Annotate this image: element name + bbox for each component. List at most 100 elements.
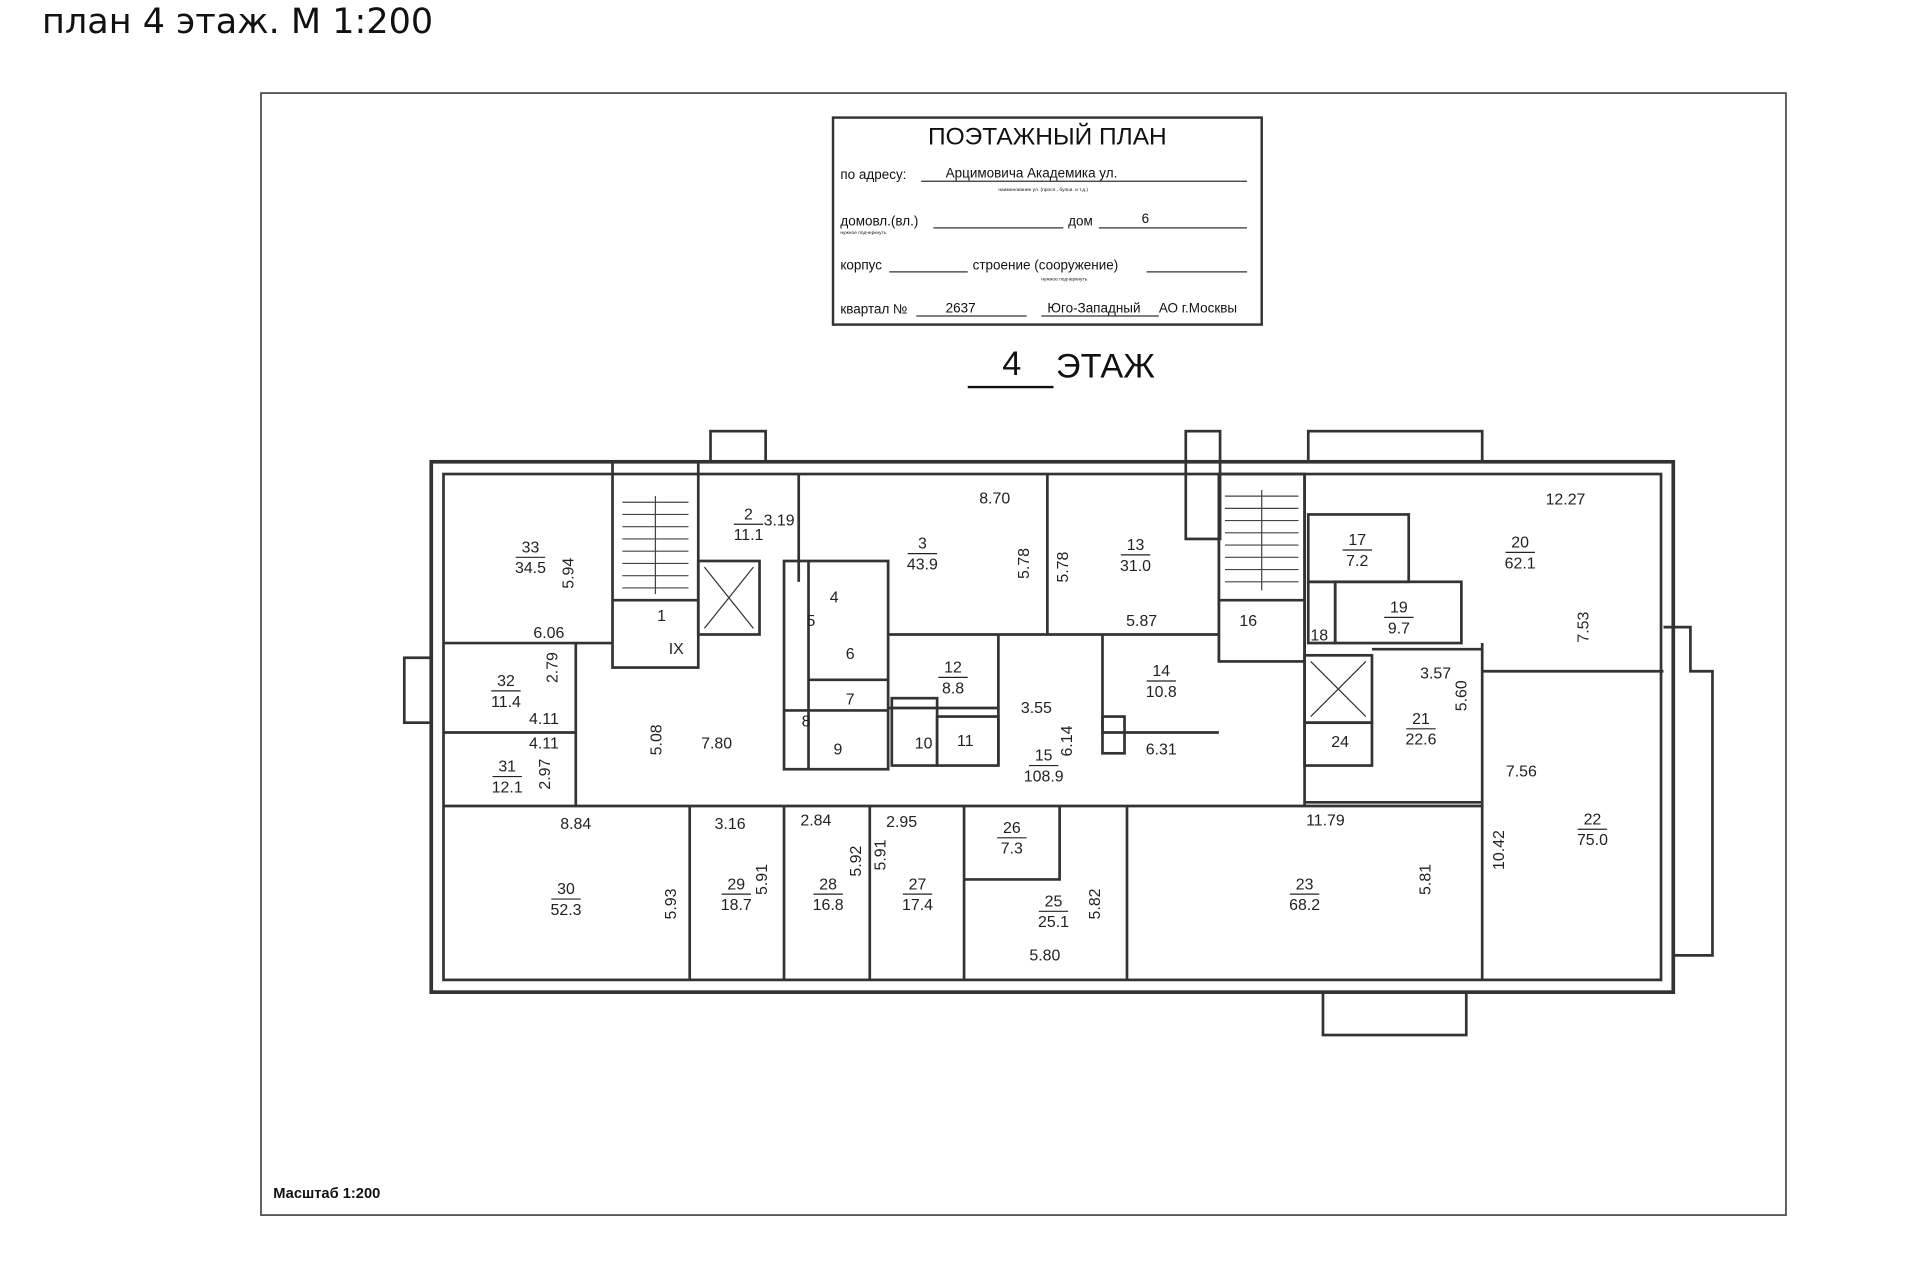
- room-labels: 3334.5211.1343.91331.0177.22062.1199.712…: [491, 506, 1608, 931]
- room-number-small: 1: [657, 608, 666, 625]
- room-area: 17.4: [902, 897, 933, 914]
- stamp-title: ПОЭТАЖНЫЙ ПЛАН: [928, 123, 1167, 151]
- dimension-label: 6.14: [1059, 725, 1076, 756]
- dimension-label: 5.60: [1453, 680, 1470, 711]
- room-number: 2: [744, 506, 753, 523]
- dimension-label: 3.55: [1021, 700, 1052, 717]
- dom-label: дом: [1068, 213, 1093, 228]
- dimension-label: 4.11: [529, 711, 559, 728]
- room-number: 29: [727, 876, 745, 893]
- room-number: 27: [909, 876, 927, 893]
- dimension-label: 8.70: [979, 490, 1010, 507]
- room-number-small: 11: [957, 733, 974, 750]
- dimension-label: 5.08: [649, 724, 666, 755]
- room-area: 7.2: [1346, 553, 1368, 570]
- dimension-label: 3.19: [764, 512, 795, 529]
- address-value: Арцимовича Академика ул.: [946, 166, 1118, 181]
- room-number: 20: [1511, 535, 1529, 552]
- domovl-hint: нужное подчеркнуть: [840, 231, 886, 236]
- room-area: 75.0: [1577, 832, 1608, 849]
- room-number: 28: [819, 876, 837, 893]
- dimension-label: 5.94: [560, 558, 577, 589]
- city-suffix: АО г.Москвы: [1159, 300, 1237, 315]
- room-area: 9.7: [1388, 620, 1410, 637]
- room-number: 22: [1584, 811, 1602, 828]
- room-number-small: IX: [669, 641, 684, 658]
- dom-value: 6: [1142, 211, 1150, 226]
- dimension-label: 7.56: [1506, 764, 1537, 781]
- room-number: 30: [557, 881, 575, 898]
- sheet-frame: [260, 92, 1787, 1216]
- room-area: 43.9: [907, 557, 938, 574]
- room-number: 33: [522, 539, 540, 556]
- dimension-label: 7.53: [1576, 612, 1593, 643]
- dimension-label: 5.78: [1055, 551, 1072, 582]
- room-number: 12: [944, 659, 962, 676]
- dimension-label: 3.57: [1420, 666, 1451, 683]
- dimension-label: 11.79: [1306, 813, 1345, 830]
- room-number: 3: [918, 536, 927, 553]
- dimension-label: 5.92: [848, 845, 865, 876]
- dimension-labels: 5.94 6.06 3.19 8.70 5.78 5.78 5.87 12.27 7.53 3.5…: [529, 490, 1593, 964]
- room-area: 10.8: [1146, 684, 1177, 701]
- dimension-label: 5.93: [663, 888, 680, 919]
- floor-label: ЭТАЖ: [1056, 347, 1155, 385]
- room-number: 15: [1035, 748, 1053, 765]
- room-area: 18.7: [721, 897, 752, 914]
- room-area: 68.2: [1289, 897, 1320, 914]
- room-number-small: 9: [833, 742, 842, 759]
- address-label: по адресу:: [840, 167, 906, 182]
- korpus-label: корпус: [840, 257, 882, 272]
- dimension-label: 6.06: [533, 625, 564, 642]
- scale-label: Масштаб 1:200: [273, 1186, 380, 1202]
- room-area: 34.5: [515, 560, 546, 577]
- room-number: 23: [1296, 876, 1314, 893]
- dimension-label: 2.79: [544, 652, 561, 683]
- dimension-label: 4.11: [529, 735, 559, 752]
- room-number: 17: [1348, 532, 1366, 549]
- room-number-small: 4: [830, 590, 839, 607]
- room-number: 32: [497, 673, 515, 690]
- room-area: 62.1: [1505, 555, 1536, 572]
- room-area: 11.4: [491, 694, 521, 711]
- dimension-label: 5.82: [1087, 888, 1104, 919]
- dimension-label: 5.91: [754, 864, 771, 895]
- room-number-small: 8: [802, 713, 811, 730]
- room-area: 52.3: [551, 902, 582, 919]
- room-area: 12.1: [492, 779, 523, 796]
- dimension-label: 10.42: [1491, 830, 1508, 870]
- room-number-small: 7: [846, 691, 855, 708]
- room-number-small: 24: [1331, 734, 1349, 751]
- domovl-label: домовл.(вл.): [840, 213, 918, 228]
- room-number-small: 5: [807, 613, 816, 630]
- room-area: 25.1: [1038, 914, 1069, 931]
- room-number: 26: [1003, 820, 1021, 837]
- dimension-label: 3.16: [715, 816, 746, 833]
- dimension-label: 5.87: [1126, 613, 1157, 630]
- dimension-label: 5.91: [873, 839, 890, 870]
- dimension-label: 12.27: [1546, 492, 1586, 509]
- kvartal-value: 2637: [946, 300, 976, 315]
- dimension-label: 5.78: [1016, 548, 1033, 579]
- walls: [402, 429, 1714, 1037]
- room-number: 19: [1390, 599, 1408, 616]
- stroenie-label: строение (сооружение): [973, 257, 1119, 272]
- title-stamp: ПОЭТАЖНЫЙ ПЛАН по адресу: Арцимовича Ака…: [831, 116, 1263, 326]
- room-area: 16.8: [813, 897, 844, 914]
- dimension-label: 5.80: [1029, 947, 1060, 964]
- floor-number: 4: [1002, 345, 1021, 383]
- room-number: 21: [1412, 711, 1430, 728]
- dimension-label: 2.95: [886, 814, 917, 831]
- dimension-label: 7.80: [701, 735, 732, 752]
- room-area: 8.8: [942, 680, 964, 697]
- room-area: 7.3: [1001, 841, 1023, 858]
- room-number: 13: [1127, 537, 1145, 554]
- district-value: Юго-Западный: [1047, 300, 1140, 315]
- room-number-small: 10: [915, 735, 933, 752]
- dimension-label: 5.81: [1418, 864, 1435, 895]
- dimension-label: 2.97: [537, 758, 554, 789]
- stroenie-hint: нужное подчеркнуть: [1041, 277, 1087, 282]
- room-area: 22.6: [1405, 732, 1436, 749]
